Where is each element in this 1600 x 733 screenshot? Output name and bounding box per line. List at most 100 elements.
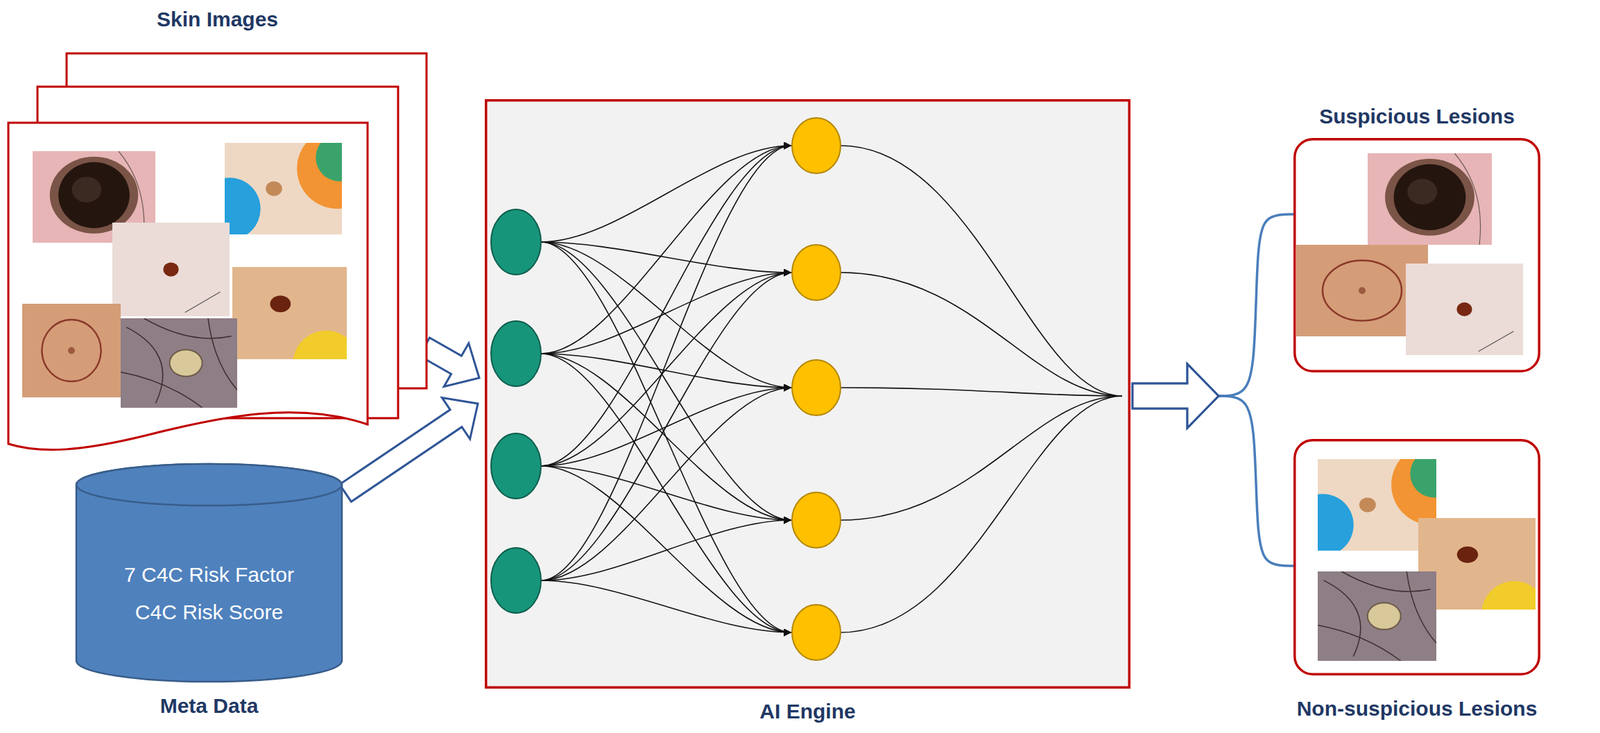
photo-ground bbox=[1367, 153, 1492, 245]
network-link bbox=[540, 580, 792, 633]
hair bbox=[120, 371, 203, 408]
blue-sticker bbox=[224, 177, 261, 235]
lesion-photo bbox=[22, 303, 121, 398]
lesion bbox=[67, 347, 75, 355]
orange-sticker bbox=[296, 142, 342, 209]
network-link bbox=[540, 145, 792, 243]
network-link bbox=[540, 272, 792, 581]
heading-slot: Skin Images bbox=[8, 6, 427, 32]
node-heading: Suspicious Lesions bbox=[1319, 104, 1515, 129]
heading-slot: Non-suspicious Lesions bbox=[1293, 696, 1541, 722]
connector bbox=[1132, 364, 1294, 566]
orange-sticker bbox=[1391, 459, 1437, 526]
network-link bbox=[540, 145, 792, 581]
lesion-halo bbox=[1385, 158, 1475, 236]
node-outline bbox=[8, 53, 427, 456]
hidden-neuron bbox=[792, 604, 841, 661]
lesion bbox=[265, 181, 283, 196]
node-outline bbox=[484, 99, 1131, 689]
network-link bbox=[540, 145, 792, 467]
lesion-core bbox=[1407, 178, 1438, 205]
node-heading: Meta Data bbox=[160, 693, 259, 719]
lesion-core bbox=[72, 176, 102, 203]
hair bbox=[1323, 580, 1361, 657]
network-link bbox=[840, 272, 1123, 397]
network-link bbox=[540, 387, 792, 581]
engine-frame bbox=[486, 100, 1130, 688]
network-link bbox=[840, 145, 1123, 397]
network-link bbox=[540, 353, 792, 633]
network-link bbox=[540, 520, 792, 581]
cylinder-body bbox=[76, 463, 342, 682]
green-sticker bbox=[1409, 459, 1437, 498]
engine-box: AI Engine bbox=[484, 99, 1131, 689]
result-frame bbox=[1294, 440, 1540, 675]
yellow-sticker bbox=[292, 330, 347, 360]
node-heading: AI Engine bbox=[759, 699, 856, 725]
hidden-neuron bbox=[792, 244, 841, 301]
node-text: C4C Risk Score bbox=[135, 599, 283, 625]
hair bbox=[1317, 624, 1401, 661]
network-link bbox=[540, 353, 792, 521]
hair bbox=[1478, 331, 1515, 352]
lesion bbox=[1457, 302, 1473, 317]
network-link bbox=[840, 396, 1123, 521]
network-link bbox=[540, 466, 792, 521]
node-outline bbox=[1293, 439, 1541, 676]
lesion bbox=[163, 262, 179, 277]
photo-ground bbox=[1317, 571, 1437, 661]
input-neuron bbox=[491, 433, 541, 499]
network-link bbox=[540, 242, 792, 633]
input-neuron bbox=[491, 209, 541, 275]
lesion-photo bbox=[112, 222, 230, 317]
lesion-photo bbox=[1405, 263, 1524, 356]
lesion-photo bbox=[120, 318, 238, 408]
result-box: Suspicious Lesions bbox=[1293, 138, 1541, 373]
node-heading: Non-suspicious Lesions bbox=[1296, 696, 1538, 722]
lesion bbox=[1394, 164, 1467, 231]
node-outline bbox=[1293, 138, 1541, 373]
node-heading: Skin Images bbox=[156, 6, 279, 32]
input-neuron bbox=[491, 547, 541, 614]
green-sticker bbox=[315, 142, 342, 182]
network-link bbox=[540, 242, 792, 521]
cylinder-top bbox=[76, 463, 342, 506]
hollow-arrow bbox=[1132, 364, 1219, 428]
hair bbox=[208, 318, 238, 390]
result-box: Non-suspicious Lesions bbox=[1293, 439, 1541, 676]
database-cylinder: 7 C4C Risk FactorC4C Risk ScoreMeta Data bbox=[76, 463, 342, 682]
photo-ground bbox=[1405, 263, 1524, 356]
bracket-line bbox=[1218, 214, 1294, 397]
connector bbox=[1132, 214, 1294, 428]
network-link bbox=[540, 145, 792, 354]
yellow-sticker bbox=[1481, 581, 1536, 610]
heading-slot: Meta Data bbox=[76, 693, 342, 719]
lesion bbox=[169, 349, 203, 377]
lesion-photo bbox=[224, 142, 342, 235]
marker-circle bbox=[41, 319, 101, 382]
lesion-photo bbox=[232, 267, 347, 360]
network-link bbox=[840, 396, 1123, 633]
input-neuron bbox=[491, 321, 541, 387]
network-link bbox=[540, 272, 792, 467]
heading-slot: AI Engine bbox=[484, 699, 1131, 725]
network-link bbox=[540, 466, 792, 633]
marker-circle bbox=[1322, 260, 1402, 321]
image-stack: Skin Images bbox=[8, 53, 427, 456]
lesion bbox=[1367, 602, 1401, 630]
hair bbox=[1454, 153, 1481, 245]
hidden-neuron bbox=[792, 359, 841, 416]
hollow-arrow bbox=[419, 337, 480, 387]
hair bbox=[144, 318, 232, 339]
result-frame bbox=[1294, 139, 1540, 372]
blue-sticker bbox=[1317, 493, 1354, 551]
hair bbox=[1341, 571, 1431, 592]
lesion bbox=[1358, 287, 1366, 295]
lesion bbox=[1359, 497, 1376, 512]
network-link bbox=[540, 242, 792, 388]
text-area: 7 C4C Risk FactorC4C Risk Score bbox=[76, 505, 342, 682]
hair bbox=[185, 291, 221, 313]
bracket-line bbox=[1218, 396, 1294, 566]
hair bbox=[1406, 571, 1437, 643]
hollow-arrow bbox=[1132, 364, 1219, 428]
